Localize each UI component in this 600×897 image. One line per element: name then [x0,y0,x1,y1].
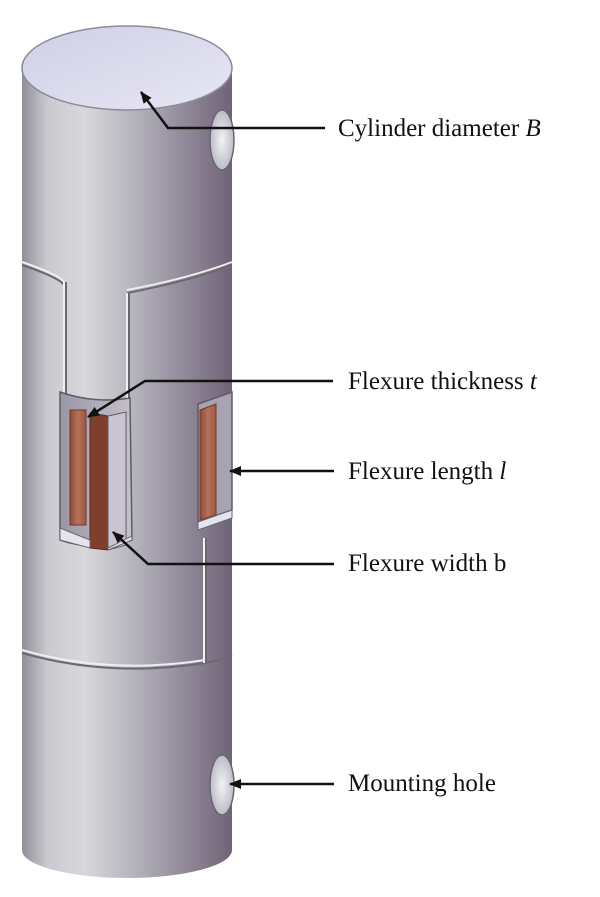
label-flexure-width: Flexure width b [348,550,507,577]
label-mounting-hole: Mounting hole [348,770,496,797]
symbol-flexure-length: l [499,458,507,485]
left-flexure [69,409,87,526]
symbol-cylinder-diameter: B [525,115,541,142]
arrow-cylinder-diameter [140,91,325,130]
upper-mounting-hole [209,109,235,171]
label-cylinder-diameter: Cylinder diameter B [338,115,541,142]
arrow-flexure-thickness [87,379,333,419]
slot-outline [63,282,207,663]
label-flexure-length: Flexure length l [348,458,507,485]
center-flexure [89,411,127,551]
groove-lines [21,261,233,670]
callout-arrows [87,91,334,789]
arrow-flexure-width [112,531,334,566]
right-flexure [197,390,233,531]
symbol-flexure-thickness: t [529,368,537,395]
cylinder-top-face [21,25,233,111]
label-flexure-thickness: Flexure thickness t [348,368,537,395]
